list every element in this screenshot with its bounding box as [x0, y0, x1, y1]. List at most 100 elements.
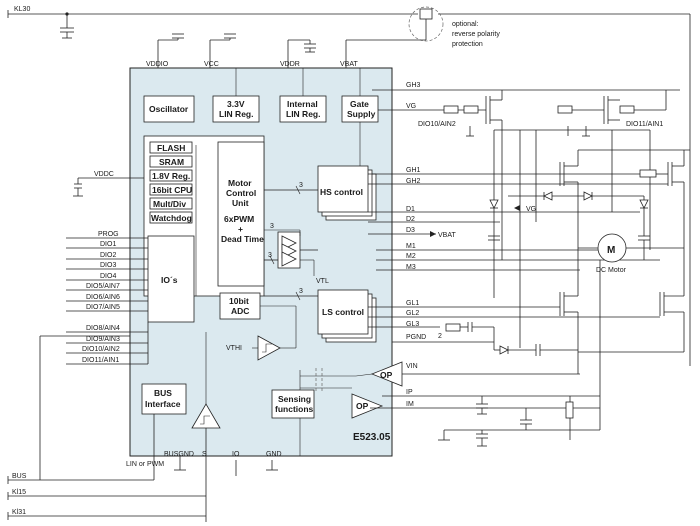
dio11-ain1-label: DIO11/AIN1: [626, 121, 663, 128]
kl30-label: KL30: [14, 6, 30, 13]
pin-prog: PROG: [98, 231, 119, 238]
pwm-label-3: Dead Time: [221, 234, 264, 244]
pin-m3: M3: [406, 264, 416, 271]
bus-label-1: BUS: [154, 388, 172, 398]
mcu-label-2: Control: [226, 188, 256, 198]
pin-d3: D3: [406, 227, 415, 234]
pin-gh1: GH1: [406, 167, 421, 174]
pin-gl3: GL3: [406, 321, 419, 328]
adc-block: [219, 292, 261, 320]
kl15-label: Kl15: [12, 489, 26, 496]
gate-supply-label-2: Supply: [347, 109, 376, 119]
internal-lin-reg-label-2: LIN Reg.: [286, 109, 320, 119]
pin-gh2: GH2: [406, 178, 421, 185]
hs-control-block: [317, 165, 369, 213]
op-amp-current: [351, 393, 384, 419]
diode-1-icon: [543, 191, 553, 201]
mcu-label-1: Motor: [228, 178, 252, 188]
pin-vg: VG: [406, 103, 416, 110]
reg18-block: [149, 169, 193, 182]
pin-dio11: DIO11/AIN1: [82, 357, 119, 364]
cpu-label: 16bit CPU: [152, 185, 192, 195]
flash-label: FLASH: [157, 143, 185, 153]
lin-reg-33-label-2: LIN Reg.: [219, 109, 253, 119]
pin-gnd: GND: [266, 451, 282, 458]
pin-vddc: VDDC: [94, 171, 114, 178]
pin-vbat: VBAT: [340, 61, 358, 68]
pin-gl2: GL2: [406, 310, 419, 317]
sram-block: [149, 155, 193, 168]
vg-ext-label: VG: [526, 206, 536, 213]
pin-pgnd: PGND: [406, 334, 426, 341]
pin-vddio: VDDIO: [146, 61, 169, 68]
bus-label-2: Interface: [145, 399, 181, 409]
pin-busgnd: BUSGND: [164, 451, 194, 458]
bus-label: BUS: [12, 473, 27, 480]
pin-gh3: GH3: [406, 82, 421, 89]
flash-block: [149, 141, 193, 154]
low-side-fet-2: [659, 292, 685, 352]
reg18-label: 1.8V Reg.: [152, 171, 190, 181]
sensing-label-1: Sensing: [278, 394, 311, 404]
pin-m1: M1: [406, 243, 416, 250]
adc-label-1: 10bit: [229, 296, 249, 306]
pin-s: S: [202, 451, 207, 458]
optional-label-2: reverse polarity: [452, 31, 500, 38]
diode-2-icon: [583, 191, 593, 201]
sensing-label-2: functions: [275, 404, 314, 414]
watchdog-label: Watchdog: [151, 213, 192, 223]
ls-control-label: LS control: [322, 307, 364, 317]
optional-label: optional:: [452, 21, 479, 28]
watchdog-block: [149, 211, 193, 224]
bus-count-3a: 3: [299, 182, 303, 189]
sensing-functions-block: [271, 389, 315, 419]
pin-dio6: DIO6/AIN6: [86, 294, 120, 301]
vbat-out-label: VBAT: [438, 232, 456, 239]
op2-label: OP: [356, 401, 369, 411]
vtl-label: VTL: [316, 278, 329, 285]
internal-lin-reg-block: [279, 95, 327, 123]
cpu-block: [149, 183, 193, 196]
shunt-resistor-icon: [565, 401, 574, 419]
bus-count-3b: 3: [299, 288, 303, 295]
pin-dio8: DIO8/AIN4: [86, 325, 120, 332]
pin-dio7: DIO7/AIN5: [86, 304, 120, 311]
ios-label: IO´s: [161, 275, 178, 285]
optional-label-3: protection: [452, 41, 483, 48]
pin-vin: VIN: [406, 363, 418, 370]
high-side-fet-2: [667, 150, 685, 296]
pin-dio4: DIO4: [100, 273, 116, 280]
bus-count-3d: 3: [270, 223, 274, 230]
pin-vddr: VDDR: [280, 61, 300, 68]
multdiv-label: Mult/Div: [153, 199, 186, 209]
protection-transistor-icon: [419, 8, 433, 20]
mcu-label-3: Unit: [232, 198, 249, 208]
bus-count-2: 2: [438, 333, 442, 340]
motor-control-unit-block: [217, 141, 265, 287]
pin-d1: D1: [406, 206, 415, 213]
pin-dio10: DIO10/AIN2: [82, 346, 120, 353]
chip-name: E523.05: [353, 432, 391, 443]
pgnd-diode-icon: [499, 345, 509, 355]
pin-m2: M2: [406, 253, 416, 260]
pwm-label-1: 6xPWM: [224, 214, 254, 224]
pin-d2: D2: [406, 216, 415, 223]
internal-lin-reg-label: Internal: [287, 99, 318, 109]
pin-lin-or-pwm: LIN or PWM: [126, 461, 164, 468]
diode-4-icon: [639, 199, 649, 209]
hs-control-label: HS control: [320, 187, 363, 197]
motor-label: DC Motor: [596, 267, 627, 274]
pin-io: IO: [232, 451, 240, 458]
pin-gl1: GL1: [406, 300, 419, 307]
pin-ip: IP: [406, 389, 413, 396]
left-pin-wires: [66, 237, 149, 365]
gate-supply-label: Gate: [350, 99, 369, 109]
op1-label: OP: [380, 370, 393, 380]
oscillator-label: Oscillator: [149, 104, 189, 114]
pin-dio3: DIO3: [100, 262, 116, 269]
ios-block: [147, 235, 195, 323]
sram-label: SRAM: [159, 157, 184, 167]
pin-dio2: DIO2: [100, 252, 116, 259]
